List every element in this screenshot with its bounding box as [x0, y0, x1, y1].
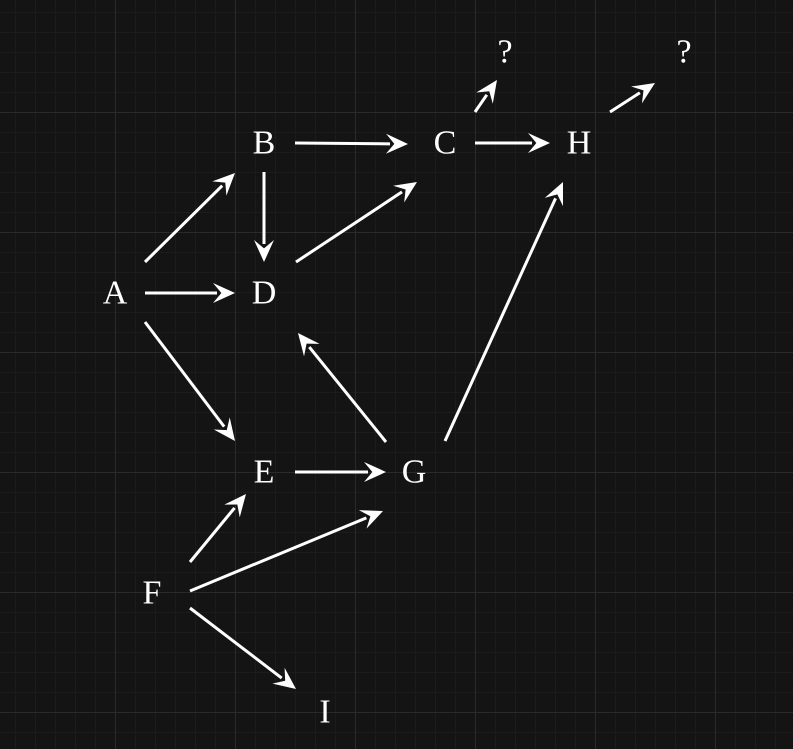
node-layer: A B C D E F G H I ? ?	[103, 34, 692, 731]
edge-line	[189, 606, 283, 680]
edge-h-to-q2	[609, 83, 655, 114]
edge-line	[473, 93, 489, 113]
node-h: H	[567, 125, 592, 162]
edge-c-to-q1	[473, 80, 497, 113]
arrowhead	[298, 333, 320, 357]
arrowhead	[385, 133, 408, 154]
node-unknown-2: ?	[676, 34, 691, 71]
edge-g-to-h	[443, 182, 563, 442]
node-b: B	[253, 125, 276, 162]
arrowhead	[213, 417, 235, 441]
edge-e-to-g	[295, 462, 386, 482]
arrowhead	[544, 182, 563, 207]
edge-d-to-c	[295, 182, 417, 264]
node-unknown-1: ?	[497, 34, 512, 71]
edge-line	[188, 506, 236, 563]
arrowhead	[213, 283, 235, 303]
edge-b-to-d	[254, 172, 274, 262]
arrowhead	[212, 173, 235, 196]
edge-f-to-g	[189, 510, 383, 593]
edge-line	[443, 197, 557, 442]
arrowhead	[224, 494, 246, 518]
arrowhead	[364, 462, 386, 482]
edge-line	[189, 516, 367, 593]
edge-a-to-e	[143, 321, 235, 441]
edge-b-to-c	[294, 133, 408, 154]
arrowhead	[476, 80, 497, 104]
edge-a-to-b	[143, 173, 235, 264]
node-g: G	[402, 454, 427, 491]
edge-g-to-d	[298, 333, 388, 443]
node-i: I	[319, 694, 330, 731]
edge-a-to-d	[145, 283, 235, 303]
edge-line	[295, 190, 403, 264]
edge-f-to-e	[188, 494, 246, 563]
edge-layer	[143, 80, 655, 689]
edge-line	[609, 91, 641, 114]
node-a: A	[103, 275, 128, 312]
arrowhead	[393, 182, 417, 203]
node-d: D	[252, 275, 277, 312]
edge-line	[143, 321, 226, 428]
edge-line	[308, 346, 388, 443]
edge-c-to-h	[475, 133, 550, 153]
edge-f-to-i	[189, 606, 296, 689]
arrowhead	[528, 133, 550, 153]
arrowhead	[358, 510, 383, 529]
node-c: C	[434, 125, 457, 162]
node-e: E	[254, 454, 275, 491]
arrowhead	[631, 83, 655, 104]
edge-line	[294, 141, 391, 146]
arrowhead	[272, 667, 296, 689]
arrowhead	[254, 240, 274, 262]
edge-line	[143, 184, 224, 264]
node-f: F	[143, 575, 162, 612]
